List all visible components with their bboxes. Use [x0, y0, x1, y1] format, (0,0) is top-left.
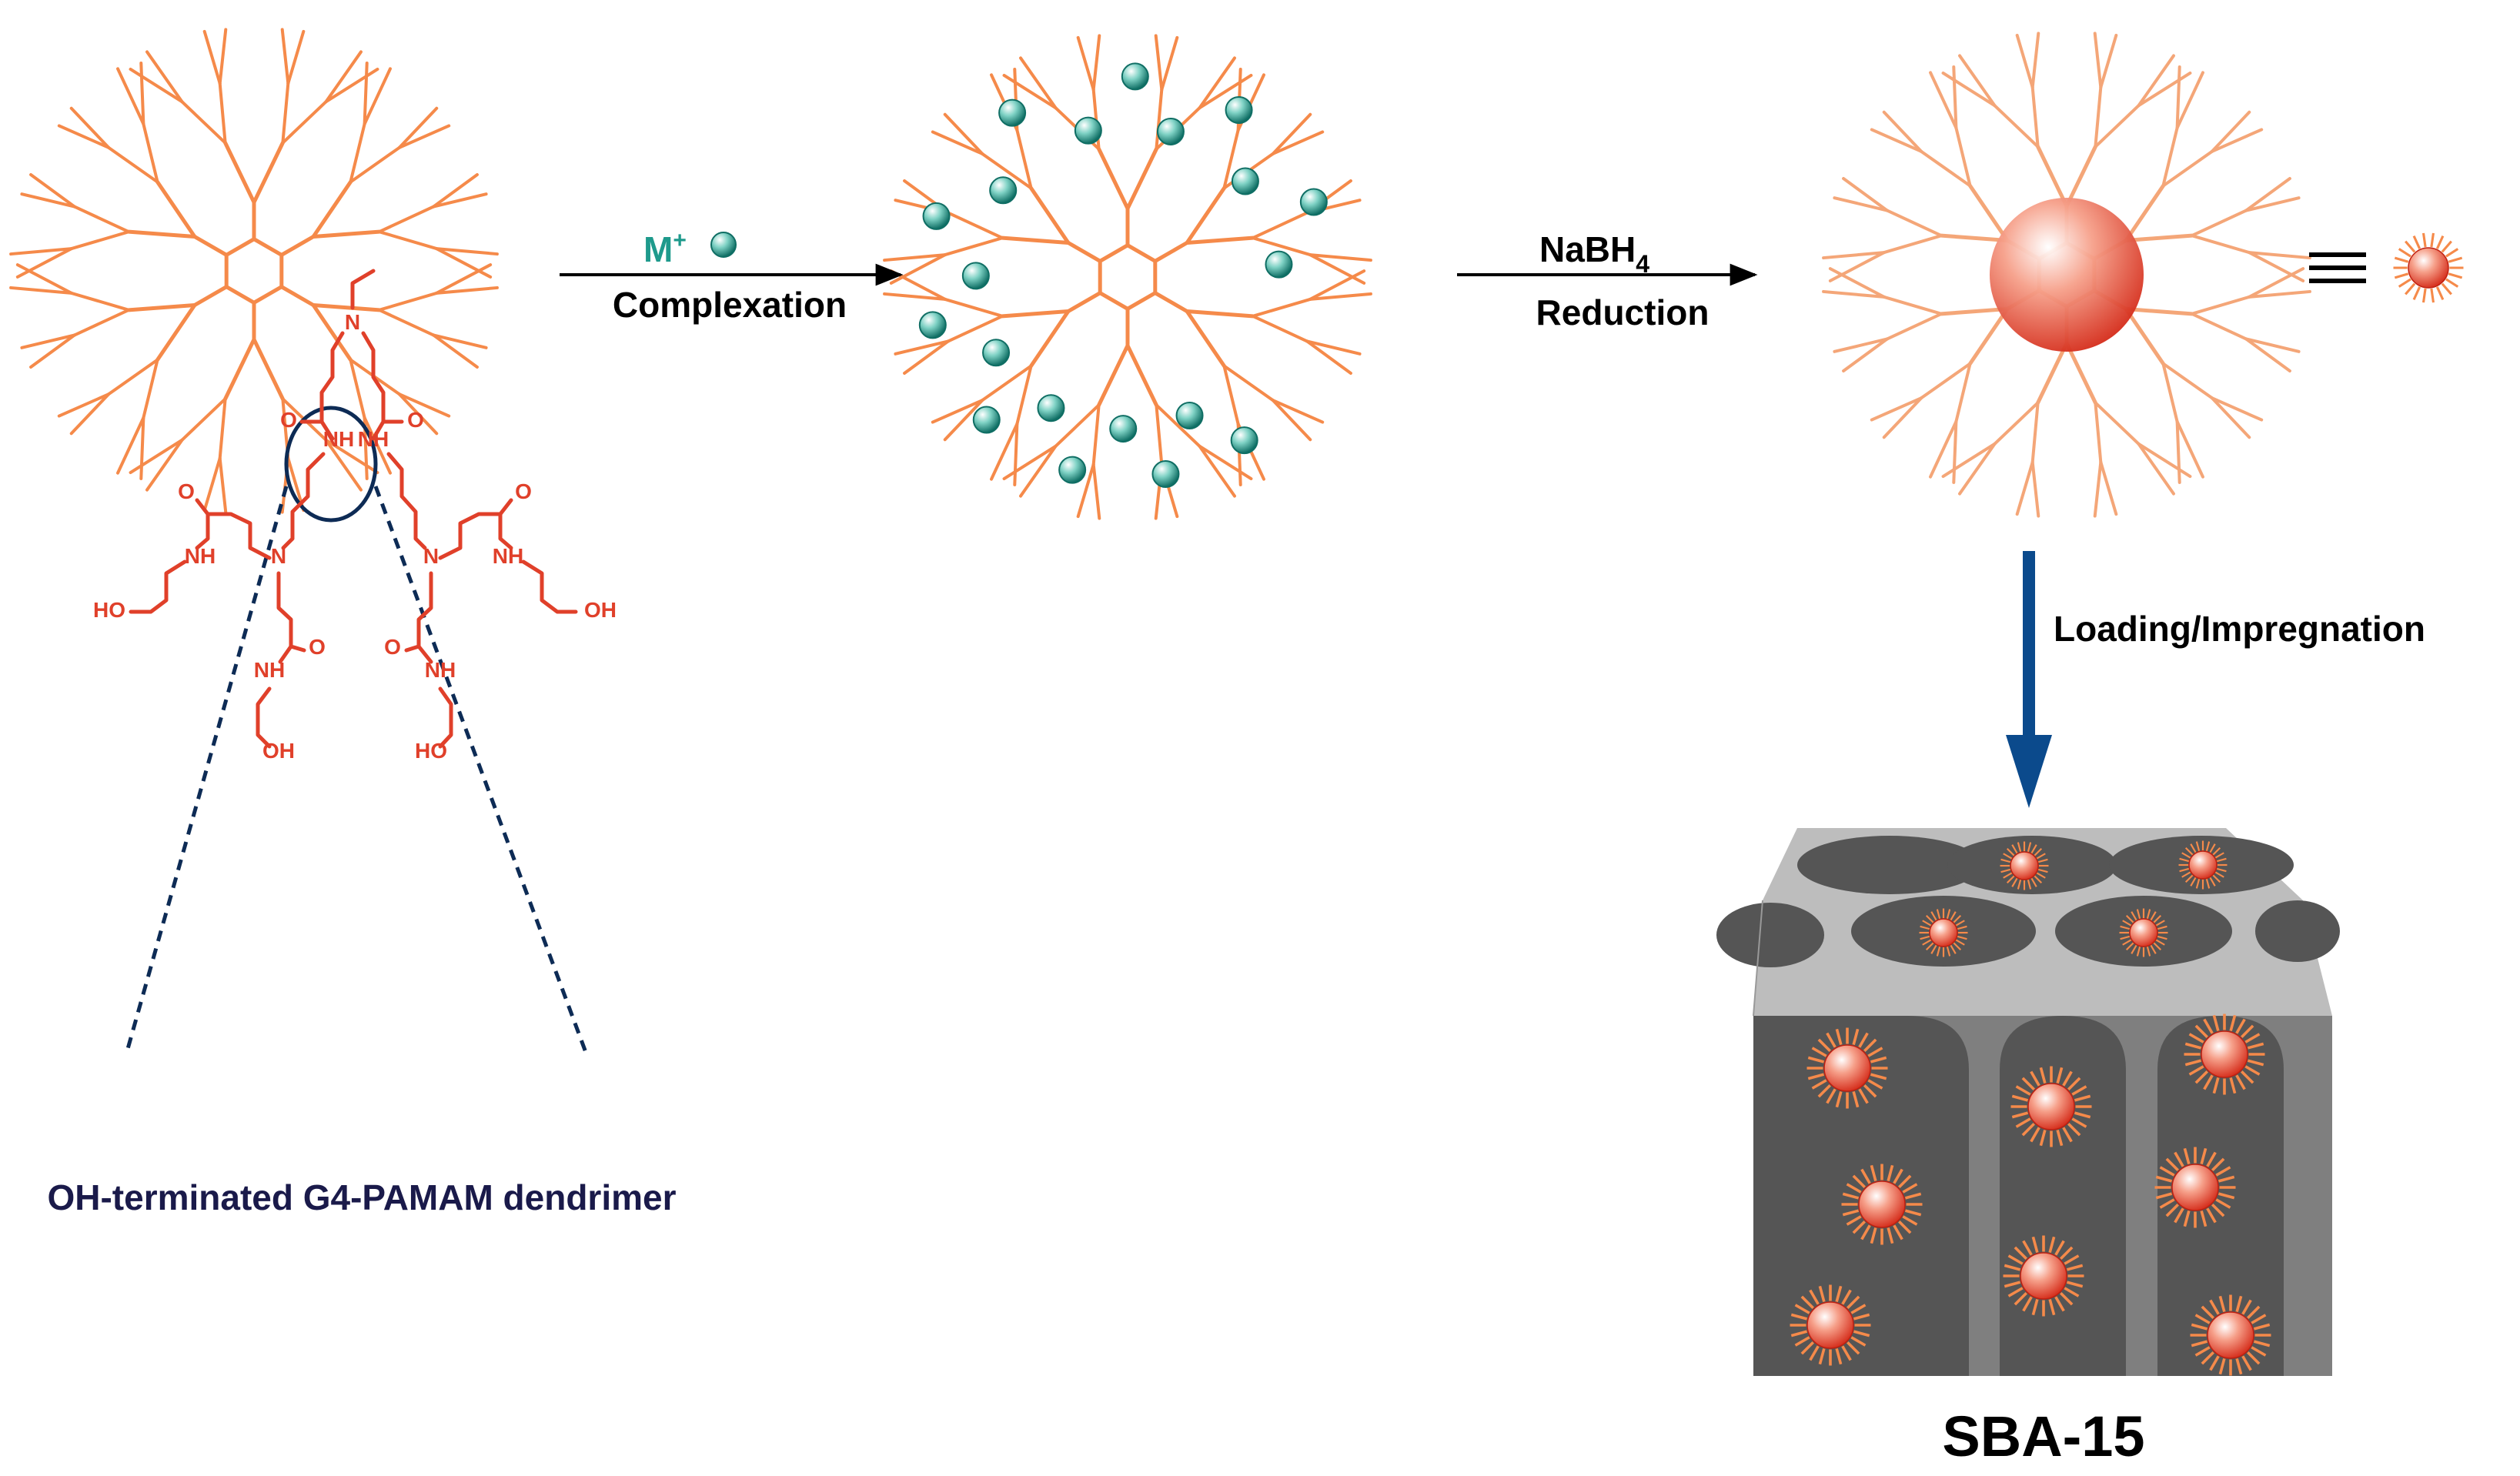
metal-ion-icon	[922, 202, 951, 230]
amide-nh-4: NH	[254, 658, 285, 682]
carbonyl-o-3: O	[178, 479, 195, 503]
metal-ion-icon	[710, 232, 737, 258]
dendrimer-with-nanoparticle-icon	[1822, 32, 2311, 518]
equivalence-icon	[2309, 252, 2366, 283]
amide-nh-1: NH	[323, 427, 354, 451]
nanoparticle-icon	[2190, 1294, 2271, 1376]
reduction-label: Reduction	[1536, 292, 1710, 332]
carbonyl-o-5: O	[515, 479, 532, 503]
pamam-branch-structure	[129, 269, 578, 749]
metal-ion-icon	[1225, 95, 1253, 124]
sba15-label: SBA-15	[1942, 1404, 2144, 1468]
loading-arrow: Loading/Impregnation	[2006, 551, 2425, 808]
nanoparticle-icon	[1841, 1164, 1923, 1245]
metal-ion-icon	[989, 176, 1018, 205]
hydroxyl-4: HO	[415, 739, 447, 763]
nanoparticle-icon	[1790, 1284, 1871, 1366]
dendrimer-label: OH-terminated G4-PAMAM dendrimer	[47, 1177, 676, 1217]
carbonyl-o-1: O	[280, 408, 297, 432]
metal-ion-icon	[1058, 456, 1087, 484]
carbonyl-o-6: O	[384, 635, 401, 659]
nanoparticle-icon	[2003, 1235, 2084, 1317]
amide-nh-2: NH	[358, 427, 389, 451]
reduction-arrow: NaBH4 Reduction	[1457, 229, 1758, 332]
metal-ion-icon	[1175, 401, 1204, 429]
metal-ion-icon	[1074, 116, 1102, 145]
metal-ion-icon	[1230, 426, 1258, 455]
zoom-callout	[124, 406, 589, 1055]
metal-ion-icon	[961, 262, 990, 290]
hydroxyl-1: HO	[93, 598, 125, 622]
metal-ion-icon	[1109, 415, 1138, 443]
nanoparticle-icon	[2393, 232, 2464, 303]
amine-n-right: N	[423, 544, 439, 568]
dendrimer-icon	[9, 28, 499, 514]
reagent-label: NaBH4	[1539, 229, 1649, 278]
carbonyl-o-2: O	[407, 408, 424, 432]
nanoparticle-icon	[2119, 908, 2168, 957]
carbonyl-o-4: O	[309, 635, 326, 659]
nanoparticle-icon	[2010, 1066, 2092, 1147]
hydroxyl-2: OH	[262, 739, 295, 763]
complexation-arrow: M+ Complexation	[560, 228, 904, 325]
nanoparticle-icon	[1806, 1027, 1888, 1109]
metal-ion-icon	[1299, 188, 1328, 216]
amine-n-left: N	[271, 544, 286, 568]
metal-ion-icon	[918, 311, 947, 339]
hydroxyl-3: OH	[584, 598, 617, 622]
loading-label: Loading/Impregnation	[2054, 609, 2425, 649]
nanoparticle-icon	[1919, 908, 1968, 957]
amine-n-top: N	[345, 310, 360, 334]
metal-ion-icon	[1151, 460, 1180, 489]
nanoparticle-icon	[2154, 1147, 2236, 1228]
nanoparticle-icon	[2184, 1013, 2265, 1095]
metal-ion-icon	[998, 99, 1027, 127]
metal-ion-icon	[1231, 167, 1259, 195]
nanoparticle-core	[1990, 198, 2144, 352]
complexation-label: Complexation	[613, 285, 847, 325]
metal-ion-label: M+	[643, 228, 687, 269]
metal-ion-icon	[1037, 394, 1065, 422]
nanoparticle-icon	[2178, 840, 2228, 890]
metal-ion-icon	[1156, 117, 1185, 145]
amide-nh-3: NH	[185, 544, 216, 568]
nanoparticle-icon	[2000, 841, 2049, 890]
amide-nh-6: NH	[425, 658, 456, 682]
amide-nh-5: NH	[493, 544, 523, 568]
metal-ion-icon	[982, 339, 1011, 367]
metal-ion-icon	[1121, 62, 1149, 91]
metal-ion-icon	[972, 406, 1001, 434]
sba15-block-icon	[1716, 828, 2340, 1376]
nanoparticle-icon	[2393, 232, 2464, 303]
metal-ion-icon	[1265, 250, 1293, 279]
dendrimer-with-ions-icon	[883, 34, 1372, 520]
